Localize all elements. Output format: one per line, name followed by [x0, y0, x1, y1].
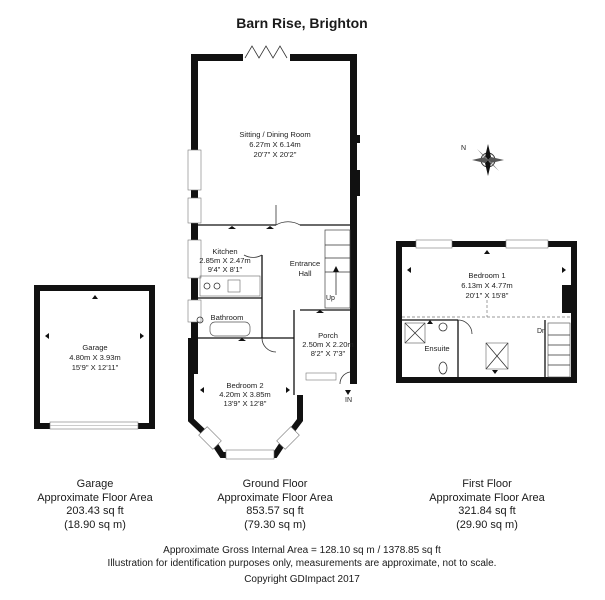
hall-label-line2: Hall [298, 269, 311, 278]
ensuite-room-name: Ensuite [424, 344, 449, 353]
bathroom-room-name: Bathroom [211, 313, 244, 322]
entry-in-label: IN [345, 397, 352, 404]
ground-floor-plan [187, 45, 360, 460]
bedroom1-room-name: Bedroom 1 [468, 271, 505, 280]
bedroom2-room-metric: 4.20m X 3.85m [219, 390, 271, 399]
garage-floor-sqft: 203.43 sq ft [66, 505, 124, 517]
first-floor-label: Approximate Floor Area [429, 492, 545, 504]
sitting-room-name: Sitting / Dining Room [239, 130, 310, 139]
ground-floor-sqm: (79.30 sq m) [244, 519, 306, 531]
garage-room-imperial: 15'9" X 12'11" [72, 363, 119, 372]
kitchen-room-metric: 2.85m X 2.47m [199, 256, 251, 265]
ground-floor-label: Approximate Floor Area [217, 492, 333, 504]
stairs-up-label: Up [326, 295, 335, 302]
sitting-room-metric: 6.27m X 6.14m [249, 140, 301, 149]
sitting-room-imperial: 20'7" X 20'2" [254, 150, 297, 159]
garage-room-name: Garage [82, 343, 107, 352]
ground-floor-sqft: 853.57 sq ft [246, 505, 304, 517]
garage-floor-label: Approximate Floor Area [37, 492, 153, 504]
bedroom1-room-imperial: 20'1" X 15'8" [466, 291, 509, 300]
first-floor-sqm: (29.90 sq m) [456, 519, 518, 531]
bedroom2-room-imperial: 13'9" X 12'8" [224, 399, 267, 408]
compass-north-label: N [461, 145, 466, 152]
disclaimer-note: Illustration for identification purposes… [108, 558, 497, 569]
plan-title: Barn Rise, Brighton [236, 15, 367, 31]
first-floor-plan [396, 239, 577, 383]
porch-room-imperial: 8'2" X 7'3" [311, 349, 346, 358]
kitchen-room-name: Kitchen [212, 247, 237, 256]
bedroom1-room-metric: 6.13m X 4.77m [461, 281, 513, 290]
porch-room-metric: 2.50m X 2.20m [302, 340, 354, 349]
porch-room-name: Porch [318, 331, 338, 340]
garage-plan [34, 285, 155, 430]
bedroom2-room-name: Bedroom 2 [226, 381, 263, 390]
copyright-note: Copyright GDImpact 2017 [244, 574, 360, 585]
garage-room-metric: 4.80m X 3.93m [69, 353, 121, 362]
garage-floor-name: Garage [77, 478, 114, 490]
first-floor-name: First Floor [462, 478, 512, 490]
compass-rose-icon [472, 144, 504, 176]
hall-label-line1: Entrance [290, 259, 320, 268]
stairs-down-label: Dn [537, 328, 546, 335]
kitchen-room-imperial: 9'4" X 8'1" [208, 265, 243, 274]
garage-floor-sqm: (18.90 sq m) [64, 519, 126, 531]
gross-area-note: Approximate Gross Internal Area = 128.10… [163, 545, 441, 556]
first-floor-sqft: 321.84 sq ft [458, 505, 516, 517]
ground-floor-name: Ground Floor [243, 478, 308, 490]
